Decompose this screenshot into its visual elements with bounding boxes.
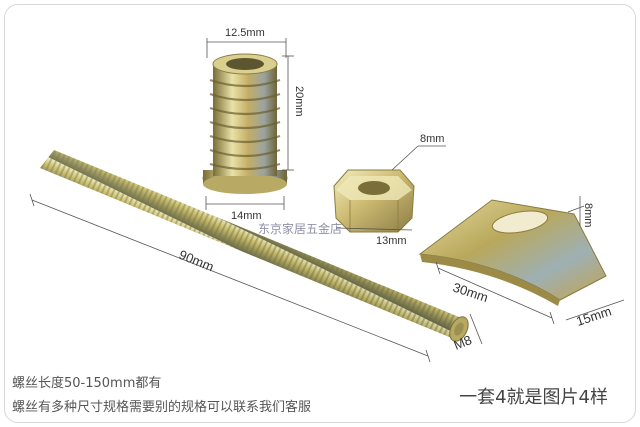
insert-base-dimension: 14mm (205, 196, 285, 222)
nut-top-label: 8mm (420, 133, 444, 145)
insert-base-label: 14mm (231, 210, 262, 222)
set-contents-caption: 一套4就是图片4样 (459, 387, 608, 408)
rod-thread-label: M8 (452, 332, 474, 353)
insert-width-label: 12.5mm (225, 27, 265, 39)
length-range-caption: 螺丝长度50-150mm都有 (12, 376, 162, 391)
washer-height-label: 8mm (582, 203, 594, 227)
threaded-insert (202, 53, 288, 194)
insert-height-dimension: 20mm (282, 55, 305, 171)
rod-thread-dimension: M8 (452, 313, 483, 353)
saddle-washer (418, 199, 607, 306)
insert-width-dimension: 12.5mm (206, 27, 287, 58)
insert-height-label: 20mm (293, 86, 305, 117)
nut-top-dimension: 8mm (391, 133, 446, 171)
nut-width-label: 13mm (376, 235, 407, 247)
shop-watermark: 东京家居五金店 (258, 221, 342, 236)
hex-nut (333, 169, 415, 233)
washer-height-dimension: 8mm (567, 196, 594, 227)
contact-service-caption: 螺丝有多种尺寸规格需要别的规格可以联系我们客服 (12, 400, 312, 415)
nut-width-dimension: 13mm (335, 227, 413, 247)
washer-length-label: 30mm (451, 280, 490, 305)
rod-length-label: 90mm (177, 247, 216, 274)
threaded-rod (40, 150, 469, 342)
washer-width-dimension: 15mm (565, 299, 625, 329)
washer-width-label: 15mm (574, 303, 613, 328)
